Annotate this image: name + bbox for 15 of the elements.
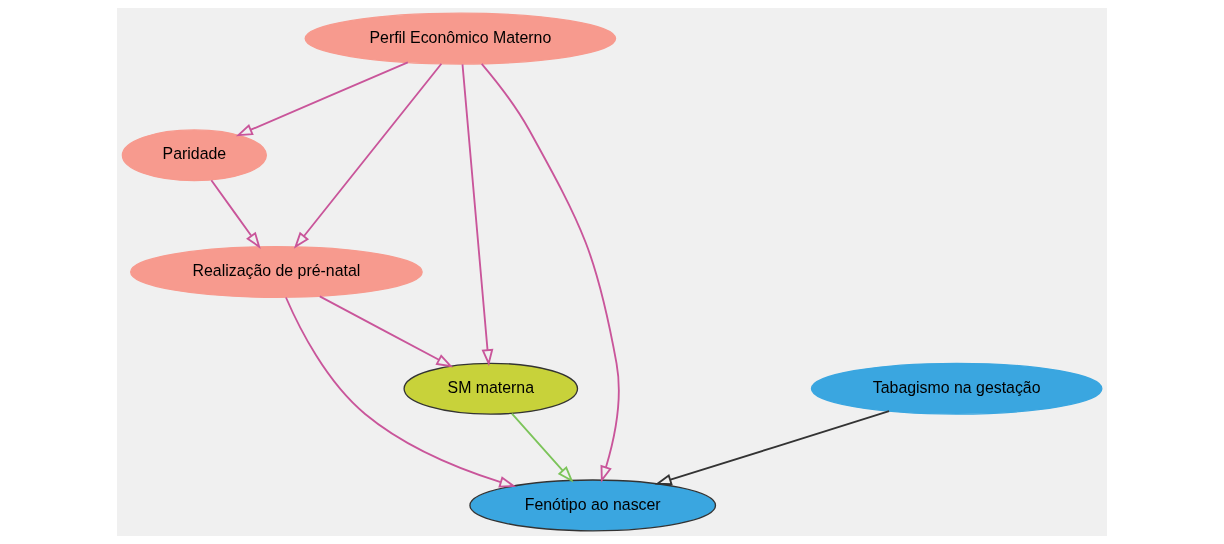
arrow: [293, 62, 443, 249]
arrow: [318, 295, 454, 368]
node-ellipse: Tabagismo na gestação: [810, 362, 1103, 415]
node-ellipse: Perfil Econômico Materno: [304, 12, 617, 65]
node-ellipse: SM materna: [403, 362, 579, 415]
arrow: [285, 296, 517, 488]
arrow: [654, 410, 890, 486]
node-ellipse: Fenótipo ao nascer: [469, 479, 717, 532]
node-ellipse: Realização de pré-natal: [130, 245, 423, 299]
arrow: [480, 62, 620, 483]
arrow: [461, 63, 494, 367]
node-ellipse: Paridade: [121, 129, 267, 182]
arrow: [511, 412, 574, 483]
arrow: [235, 61, 409, 137]
arrow: [210, 179, 261, 249]
